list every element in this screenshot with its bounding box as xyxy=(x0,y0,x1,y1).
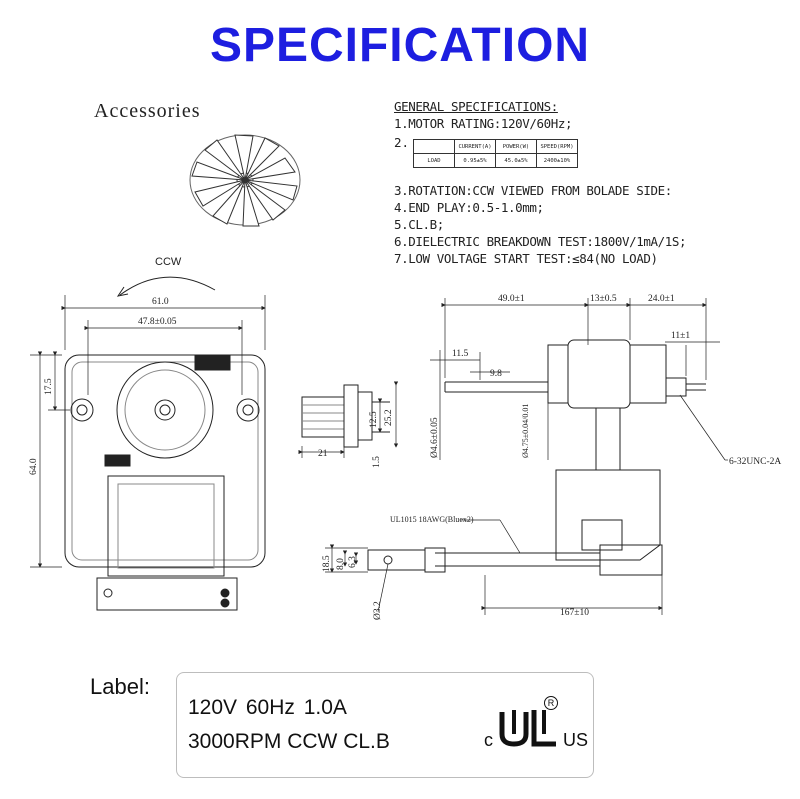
dim-height-overall: 64.0 xyxy=(29,458,39,475)
spec-item-7: 7.LOW VOLTAGE START TEST:≤84(NO LOAD) xyxy=(394,251,658,266)
ul-c-mark: c xyxy=(484,730,493,750)
spec-table-cell: 2400±10% xyxy=(536,153,578,168)
dim-length-a: 49.0±1 xyxy=(498,294,525,304)
accessories-heading: Accessories xyxy=(94,100,201,122)
dim-width-overall: 61.0 xyxy=(152,297,169,307)
dim-shaft-flat: 11.5 xyxy=(452,349,469,359)
spec-item-5: 5.CL.B; xyxy=(394,217,444,232)
dim-shaft-height: 17.5 xyxy=(44,378,54,395)
dim-thread: 6-32UNC-2A xyxy=(729,457,781,467)
spec-item-1: 1.MOTOR RATING:120V/60Hz; xyxy=(394,116,573,131)
spec-table-row: LOAD 0.95±5% 45.0±5% 2400±10% xyxy=(413,153,578,168)
ul-recognized-icon xyxy=(499,710,556,747)
fan-blade-icon xyxy=(189,134,301,227)
dim-connector-width: 21 xyxy=(318,449,328,459)
dim-terminal-h3: 6.3 xyxy=(348,556,358,568)
dim-connector-h-a: 12.5 xyxy=(369,411,379,428)
dim-connector-pin: 1.5 xyxy=(372,456,382,468)
label-heading: Label: xyxy=(90,674,150,699)
dim-shaft-dia: Ø4.6±0.05 xyxy=(430,417,440,458)
label-box xyxy=(176,672,594,778)
dim-wire: UL1015 18AWG(Bluex2) xyxy=(390,515,474,524)
dim-lead-length: 167±10 xyxy=(560,608,589,618)
spec-item-2-number: 2. xyxy=(394,135,410,150)
specs-heading: GENERAL SPECIFICATIONS: xyxy=(394,99,558,114)
connector-view xyxy=(298,381,399,458)
spec-item-4: 4.END PLAY:0.5-1.0mm; xyxy=(394,200,544,215)
front-view xyxy=(64,354,266,611)
dim-shaft-dia-b: Ø4.75±0.04/0.01 xyxy=(521,404,530,458)
dim-hole-spacing: 47.8±0.05 xyxy=(138,317,177,327)
rotation-label: CCW xyxy=(155,256,182,268)
general-specifications-cont: 3.ROTATION:CCW VIEWED FROM BOLADE SIDE: … xyxy=(394,182,687,267)
ccw-arrow-icon xyxy=(119,276,216,296)
ul-us-mark: US xyxy=(563,730,589,750)
spec-item-6: 6.DIELECTRIC BREAKDOWN TEST:1800V/1mA/1S… xyxy=(394,234,687,249)
spec-table-cell: 45.0±5% xyxy=(495,153,537,168)
dim-terminal-hole: Ø3.2 xyxy=(373,601,383,620)
dim-terminal-h2: 8.0 xyxy=(336,558,346,570)
registered-mark: R xyxy=(544,696,558,710)
dim-shaft-tip: 9.8 xyxy=(490,369,502,379)
technical-drawing: CCW 61.0 47.8±0.05 64.0 xyxy=(29,134,781,620)
dim-connector-h-b: 25.2 xyxy=(384,409,394,426)
dim-terminal-h1: 18.5 xyxy=(322,555,332,572)
label-line-1: 120V 60Hz 1.0A xyxy=(188,696,347,719)
spec-table: CURRENT(A) POWER(W) SPEED(RPM) LOAD 0.95… xyxy=(413,139,578,168)
general-specifications: GENERAL SPECIFICATIONS: 1.MOTOR RATING:1… xyxy=(394,98,573,132)
label-line-2: 3000RPM CCW CL.B xyxy=(188,730,390,753)
page-title: SPECIFICATION xyxy=(209,19,591,72)
dim-length-c: 24.0±1 xyxy=(648,294,675,304)
side-view xyxy=(367,339,706,576)
dim-shaft-end: 11±1 xyxy=(671,331,690,341)
spec-item-3: 3.ROTATION:CCW VIEWED FROM BOLADE SIDE: xyxy=(394,183,672,198)
dim-length-b: 13±0.5 xyxy=(590,294,617,304)
